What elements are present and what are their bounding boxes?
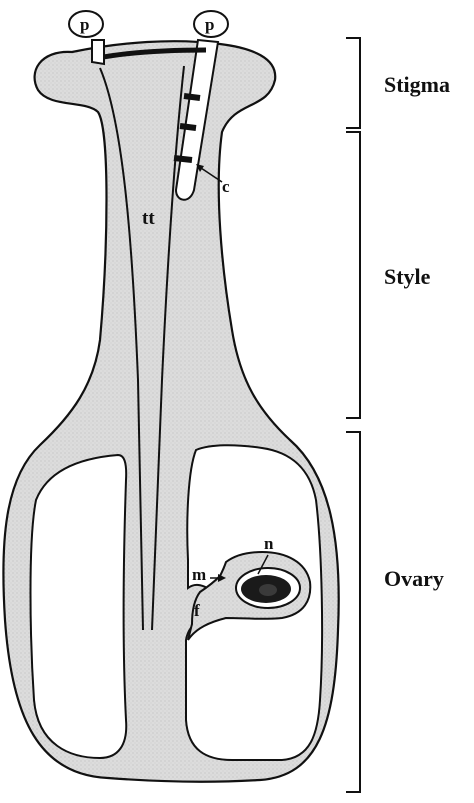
left-pollen-tube (92, 40, 104, 64)
label-tt: tt (142, 208, 155, 229)
egg-cell (259, 584, 277, 596)
ovary-bracket (346, 432, 360, 792)
label-f: f (194, 601, 200, 620)
callose-plug-1 (184, 96, 200, 98)
region-label-style: Style (384, 264, 431, 289)
stigma-bracket (346, 38, 360, 128)
label-p-left: p (80, 15, 89, 34)
callose-plug-3 (174, 158, 192, 160)
region-label-stigma: Stigma (384, 72, 450, 97)
callose-plug-2 (180, 126, 196, 128)
label-p-right: p (205, 15, 214, 34)
label-n: n (264, 534, 274, 553)
style-bracket (346, 132, 360, 418)
label-c: c (222, 177, 230, 196)
region-label-ovary: Ovary (384, 566, 444, 591)
left-locule (31, 455, 127, 758)
label-m: m (192, 565, 206, 584)
